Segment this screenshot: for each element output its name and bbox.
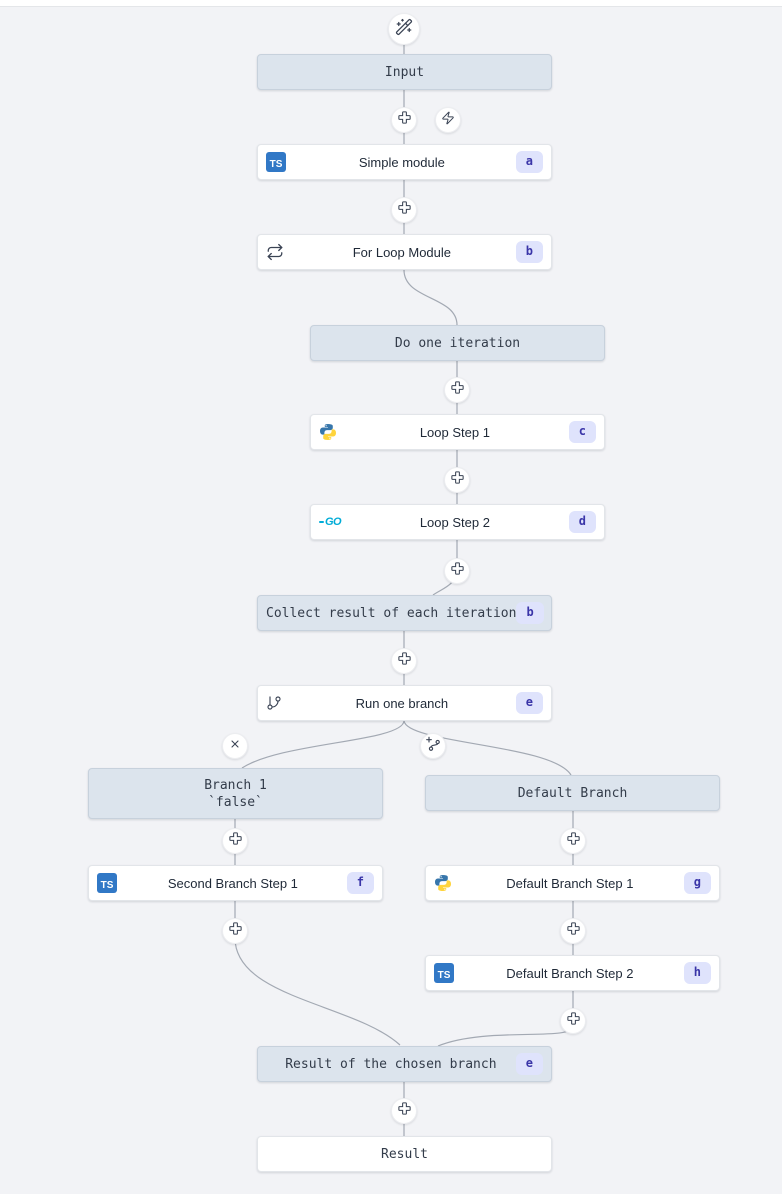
step-id-badge: e: [515, 1053, 543, 1075]
flow-node-do-one-iteration[interactable]: Do one iteration: [310, 325, 605, 361]
node-label: Simple module: [358, 154, 445, 170]
zap-icon: [441, 111, 455, 130]
ai-flow-button[interactable]: [388, 13, 420, 45]
add-step-button[interactable]: [560, 828, 586, 854]
flow-node-result-of-chosen-branch[interactable]: Result of the chosen branch e: [257, 1046, 552, 1082]
typescript-icon: TS: [97, 873, 119, 893]
node-label: Default Branch Step 2: [506, 965, 634, 981]
add-trigger-button[interactable]: [435, 107, 461, 133]
plus-icon: [228, 831, 243, 851]
step-id-badge: e: [515, 692, 543, 714]
node-label: Loop Step 1: [419, 424, 490, 440]
step-id-badge: b: [515, 241, 543, 263]
add-step-button[interactable]: [391, 1098, 417, 1124]
step-id-badge: c: [568, 421, 596, 443]
flow-node-collect-result[interactable]: Collect result of each iteration b: [257, 595, 552, 631]
plus-icon: [566, 831, 581, 851]
node-label: Loop Step 2: [419, 514, 490, 530]
plus-icon: [228, 921, 243, 941]
repeat-loop-icon: [266, 243, 288, 261]
flow-node-loop-step-1[interactable]: Loop Step 1 c: [310, 414, 605, 450]
add-step-button[interactable]: [391, 648, 417, 674]
flow-node-loop-step-2[interactable]: GO Loop Step 2 d: [310, 504, 605, 540]
git-branch-plus-icon: [425, 736, 441, 757]
plus-icon: [450, 470, 465, 490]
add-step-button[interactable]: [391, 107, 417, 133]
step-id-badge: g: [683, 872, 711, 894]
node-label: Run one branch: [355, 695, 449, 711]
node-label: Result: [381, 1146, 428, 1162]
plus-icon: [450, 380, 465, 400]
add-step-button[interactable]: [444, 377, 470, 403]
add-step-button[interactable]: [444, 558, 470, 584]
add-step-button[interactable]: [222, 918, 248, 944]
flow-node-default-branch-step-1[interactable]: Default Branch Step 1 g: [425, 865, 720, 901]
plus-icon: [450, 561, 465, 581]
node-label: Collect result of each iteration: [266, 605, 517, 621]
python-icon: [319, 423, 341, 441]
flow-node-result[interactable]: Result: [257, 1136, 552, 1172]
flow-node-input[interactable]: Input: [257, 54, 552, 90]
node-label: Result of the chosen branch: [285, 1056, 497, 1072]
wand-sparkles-icon: [395, 18, 413, 41]
plus-icon: [397, 1101, 412, 1121]
top-divider: [0, 0, 782, 7]
add-step-button[interactable]: [560, 1008, 586, 1034]
branch-1-header[interactable]: Branch 1 `false`: [88, 768, 383, 819]
node-label: Do one iteration: [394, 335, 521, 351]
step-id-badge: b: [516, 602, 544, 624]
flow-node-for-loop[interactable]: For Loop Module b: [257, 234, 552, 270]
close-icon: [229, 737, 241, 755]
flow-node-second-branch-step-1[interactable]: TS Second Branch Step 1 f: [88, 865, 383, 901]
add-step-button[interactable]: [222, 828, 248, 854]
add-step-button[interactable]: [560, 918, 586, 944]
step-id-badge: h: [683, 962, 711, 984]
branch-label: Default Branch: [517, 785, 628, 801]
python-icon: [434, 874, 456, 892]
node-label: Second Branch Step 1: [167, 875, 298, 891]
typescript-icon: TS: [266, 152, 288, 172]
step-id-badge: d: [568, 511, 596, 533]
plus-icon: [397, 110, 412, 130]
step-id-badge: a: [515, 151, 543, 173]
branch-label: Branch 1: [204, 777, 267, 793]
flow-node-run-one-branch[interactable]: Run one branch e: [257, 685, 552, 721]
add-branch-button[interactable]: [420, 733, 446, 759]
node-label: For Loop Module: [352, 244, 452, 260]
git-branch-icon: [266, 695, 288, 711]
node-label: Input: [384, 64, 425, 80]
typescript-icon: TS: [434, 963, 456, 983]
plus-icon: [397, 651, 412, 671]
step-id-badge: f: [346, 872, 374, 894]
plus-icon: [566, 921, 581, 941]
flow-node-default-branch-step-2[interactable]: TS Default Branch Step 2 h: [425, 955, 720, 991]
flow-node-simple-module[interactable]: TS Simple module a: [257, 144, 552, 180]
plus-icon: [566, 1011, 581, 1031]
go-icon: GO: [319, 516, 342, 528]
remove-branch-button[interactable]: [222, 733, 248, 759]
branch-condition: `false`: [208, 794, 263, 810]
plus-icon: [397, 200, 412, 220]
add-step-button[interactable]: [391, 197, 417, 223]
default-branch-header[interactable]: Default Branch: [425, 775, 720, 811]
add-step-button[interactable]: [444, 467, 470, 493]
node-label: Default Branch Step 1: [506, 875, 634, 891]
